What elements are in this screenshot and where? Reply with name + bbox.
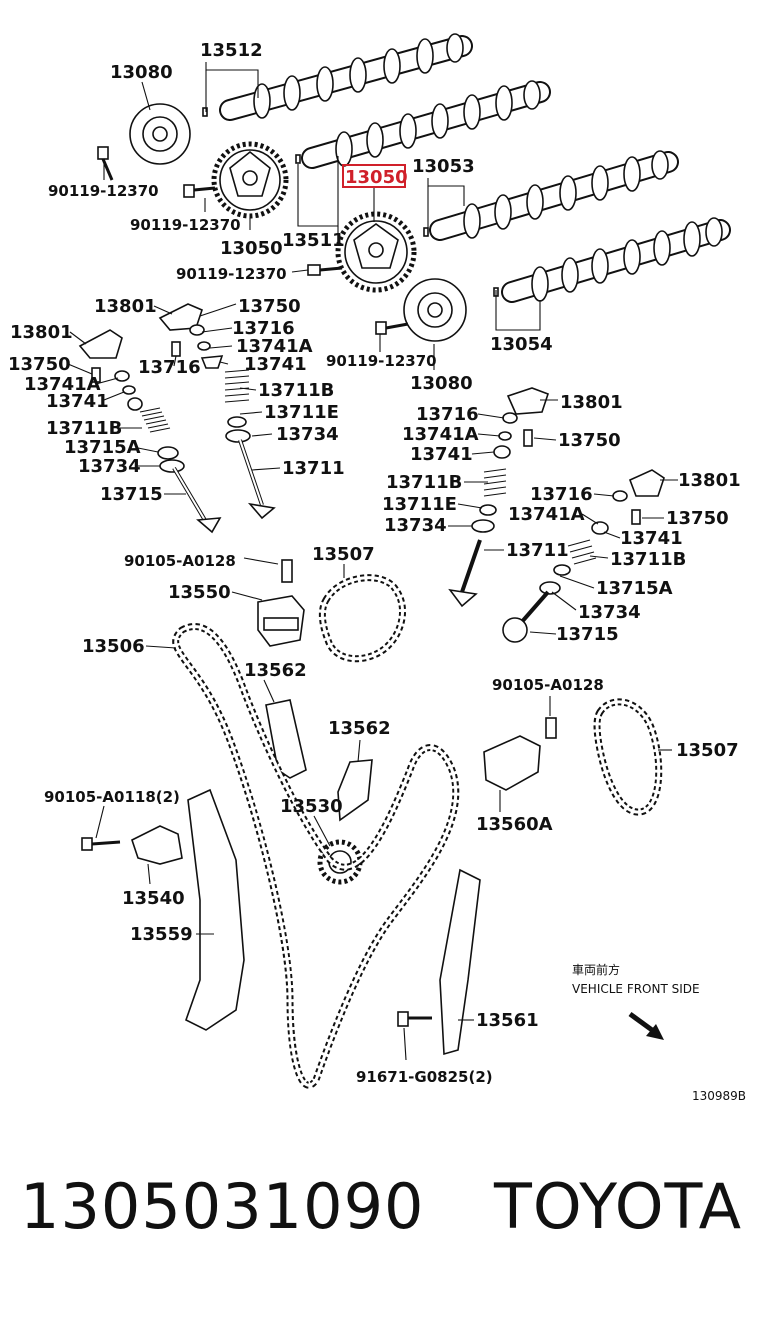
timing-chain-13507-left — [318, 574, 407, 663]
callout-13750: 13750 — [666, 508, 729, 529]
callout-13734: 13734 — [384, 515, 447, 536]
chain-guide-13562-b — [337, 759, 373, 822]
callout-13801: 13801 — [94, 296, 157, 317]
callout-13711b: 13711B — [386, 472, 462, 493]
callout-13741a: 13741A — [24, 374, 101, 395]
callout-13741a: 13741A — [402, 424, 479, 445]
callout-13715a: 13715A — [596, 578, 673, 599]
orientation-note: 車両前方 VEHICLE FRONT SIDE 130989B — [572, 962, 746, 1103]
chain-tensioner-13550 — [257, 559, 305, 647]
callout-13801: 13801 — [10, 322, 73, 343]
cam-timing-pulley-13080-upper — [129, 103, 191, 165]
callout-13540: 13540 — [122, 888, 185, 909]
callout-13512: 13512 — [200, 40, 263, 61]
callout-13734: 13734 — [78, 456, 141, 477]
footer: 1305031090 TOYOTA — [0, 1170, 760, 1290]
brand-name: TOYOTA — [493, 1170, 742, 1243]
tensioner-arm-13540 — [81, 825, 183, 865]
callout-13711: 13711 — [506, 540, 569, 561]
callout-90119-12370: 90119-12370 — [326, 352, 437, 370]
callout-13715: 13715 — [556, 624, 619, 645]
callout-13734: 13734 — [578, 602, 641, 623]
camshaft-13054 — [501, 217, 731, 303]
callout-13750: 13750 — [558, 430, 621, 451]
callout-13741: 13741 — [46, 391, 109, 412]
callout-13711e: 13711E — [264, 402, 339, 423]
callout-13741: 13741 — [620, 528, 683, 549]
figure-code: 130989B — [692, 1089, 746, 1103]
callout-13511: 13511 — [282, 230, 345, 251]
vehicle-front-en: VEHICLE FRONT SIDE — [572, 982, 700, 996]
callout-13801: 13801 — [678, 470, 741, 491]
arrow-down-right-icon — [628, 1011, 664, 1040]
valve-train-right — [448, 387, 665, 643]
callout-13559: 13559 — [130, 924, 193, 945]
camshaft-13053 — [429, 150, 679, 241]
callout-13741a: 13741A — [236, 336, 313, 357]
callout-13550: 13550 — [168, 582, 231, 603]
callout-13050-highlighted: 13050 — [345, 167, 408, 188]
callout-13507: 13507 — [312, 544, 375, 565]
callout-90105-a0128: 90105-A0128 — [124, 552, 236, 570]
valve-train-left — [78, 303, 276, 534]
cam-timing-pulley-13080-lower — [403, 278, 467, 342]
callout-13507: 13507 — [676, 740, 739, 761]
cam-timing-gear-13050-left — [211, 141, 289, 219]
callout-90119-12370: 90119-12370 — [176, 265, 287, 283]
callout-90119-12370: 90119-12370 — [48, 182, 159, 200]
callout-13734: 13734 — [276, 424, 339, 445]
callout-13741: 13741 — [244, 354, 307, 375]
callout-13741: 13741 — [410, 444, 473, 465]
timing-chain-13506 — [172, 623, 460, 1089]
callout-13711e: 13711E — [382, 494, 457, 515]
part-number: 1305031090 — [20, 1170, 425, 1243]
timing-parts-diagram: 13512 13080 90119-12370 90119-12370 1305… — [8, 33, 746, 1103]
callout-13562: 13562 — [328, 718, 391, 739]
callout-90105-a0128: 90105-A0128 — [492, 676, 604, 694]
callout-13715: 13715 — [100, 484, 163, 505]
callout-13715a: 13715A — [64, 437, 141, 458]
crank-sprocket-13530 — [317, 839, 363, 885]
callout-91671-g0825-2: 91671-G0825(2) — [356, 1068, 493, 1086]
callout-13711b: 13711B — [258, 380, 334, 401]
callout-13054: 13054 — [490, 334, 553, 355]
highlight-box — [342, 164, 406, 188]
callout-90105-a0118-2: 90105-A0118(2) — [44, 788, 180, 806]
callout-13562: 13562 — [244, 660, 307, 681]
chain-slipper-13559 — [185, 788, 245, 1031]
callout-13711b: 13711B — [46, 418, 122, 439]
leader-lines — [67, 62, 678, 1061]
callout-13750: 13750 — [238, 296, 301, 317]
callout-13080: 13080 — [110, 62, 173, 83]
callout-13716: 13716 — [232, 318, 295, 339]
callout-13080: 13080 — [410, 373, 473, 394]
chain-tensioner-13560A — [483, 717, 557, 791]
chain-guide-13561 — [397, 868, 481, 1056]
callout-labels: 13512 13080 90119-12370 90119-12370 1305… — [8, 40, 741, 1086]
callout-13716: 13716 — [416, 404, 479, 425]
callout-13711: 13711 — [282, 458, 345, 479]
timing-chain-13507-right — [593, 698, 663, 816]
callout-13716: 13716 — [530, 484, 593, 505]
callout-13561: 13561 — [476, 1010, 539, 1031]
callout-90119-12370: 90119-12370 — [130, 216, 241, 234]
vehicle-front-jp: 車両前方 — [572, 962, 620, 977]
camshaft-13511 — [301, 80, 551, 169]
callout-13560a: 13560A — [476, 814, 553, 835]
callout-13050: 13050 — [220, 238, 283, 259]
callout-13053: 13053 — [412, 156, 475, 177]
callout-13716: 13716 — [138, 357, 201, 378]
cam-timing-gear-13050-right — [335, 211, 417, 293]
callout-13750: 13750 — [8, 354, 71, 375]
callout-13801: 13801 — [560, 392, 623, 413]
callout-13506: 13506 — [82, 636, 145, 657]
chain-guide-13562-a — [265, 699, 307, 779]
callout-13741a: 13741A — [508, 504, 585, 525]
callout-13530: 13530 — [280, 796, 343, 817]
callout-13711b: 13711B — [610, 549, 686, 570]
camshaft-13512 — [219, 33, 473, 121]
